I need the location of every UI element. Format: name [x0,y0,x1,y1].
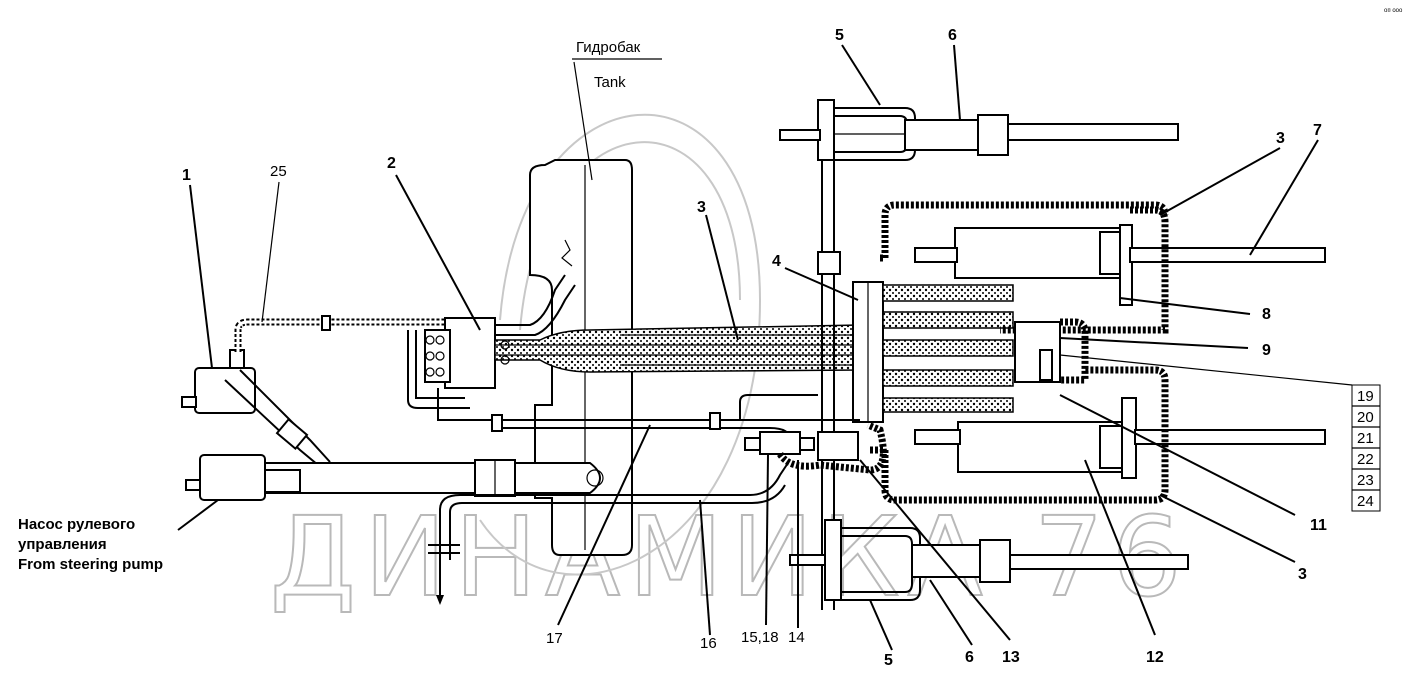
table-number-23: 23 [1357,472,1374,489]
callout-16: 16 [700,635,717,652]
steering-pump [181,349,331,501]
callout-7: 7 [1313,122,1322,139]
pump-label: Насос рулевого управления From steering … [18,515,163,575]
control-valve [407,317,500,421]
callout-13: 13 [1002,649,1020,666]
callout-5-top: 5 [835,27,844,44]
return-line-16 [439,459,791,560]
distribution-block [852,281,1014,423]
callout-2: 2 [387,155,396,172]
callout-25: 25 [270,163,287,180]
fitting-15-18 [744,421,887,474]
top-steering-cylinder [779,99,1179,161]
reference-number-table: 19 20 21 22 23 24 [1351,384,1381,512]
table-number-21: 21 [1357,430,1374,447]
callout-6-top: 6 [948,27,957,44]
callout-5-bottom: 5 [884,652,893,669]
corner-mark: о¤ ооо [1384,8,1403,14]
table-number-24: 24 [1357,493,1374,510]
tank-label-en: Tank [594,74,626,91]
callout-leaders [177,44,1353,651]
table-number-19: 19 [1357,388,1374,405]
callout-11: 11 [1310,517,1327,534]
callout-1: 1 [182,167,191,184]
callout-3c: 3 [1298,566,1307,583]
callout-6-bottom: 6 [965,649,974,666]
bottom-steering-cylinder [789,519,1189,601]
valve-block-9 [1014,318,1089,384]
callout-8: 8 [1262,306,1271,323]
callout-15-18: 15,18 [741,629,779,646]
callout-14: 14 [788,629,805,646]
callout-4: 4 [772,253,781,270]
callout-9: 9 [1262,342,1271,359]
hose-25 [234,318,452,352]
table-number-22: 22 [1357,451,1374,468]
lower-right-cylinder [870,366,1326,504]
callout-numbers: 1 25 2 3 4 5 6 3 7 8 9 11 3 12 13 6 5 14… [182,27,1327,669]
callout-17: 17 [546,630,563,647]
pump-label-en: From steering pump [18,556,164,573]
table-number-20: 20 [1357,409,1374,426]
upper-right-cylinder [880,201,1326,334]
pump-label-ru-1: Насос рулевого [18,516,136,533]
tank-label-ru: Гидробак [576,39,641,56]
callout-3b: 3 [1276,130,1285,147]
hose-bundle [494,324,861,373]
callout-12: 12 [1146,649,1164,666]
callout-3a: 3 [697,199,706,216]
pump-label-ru-2: управления [18,536,107,553]
